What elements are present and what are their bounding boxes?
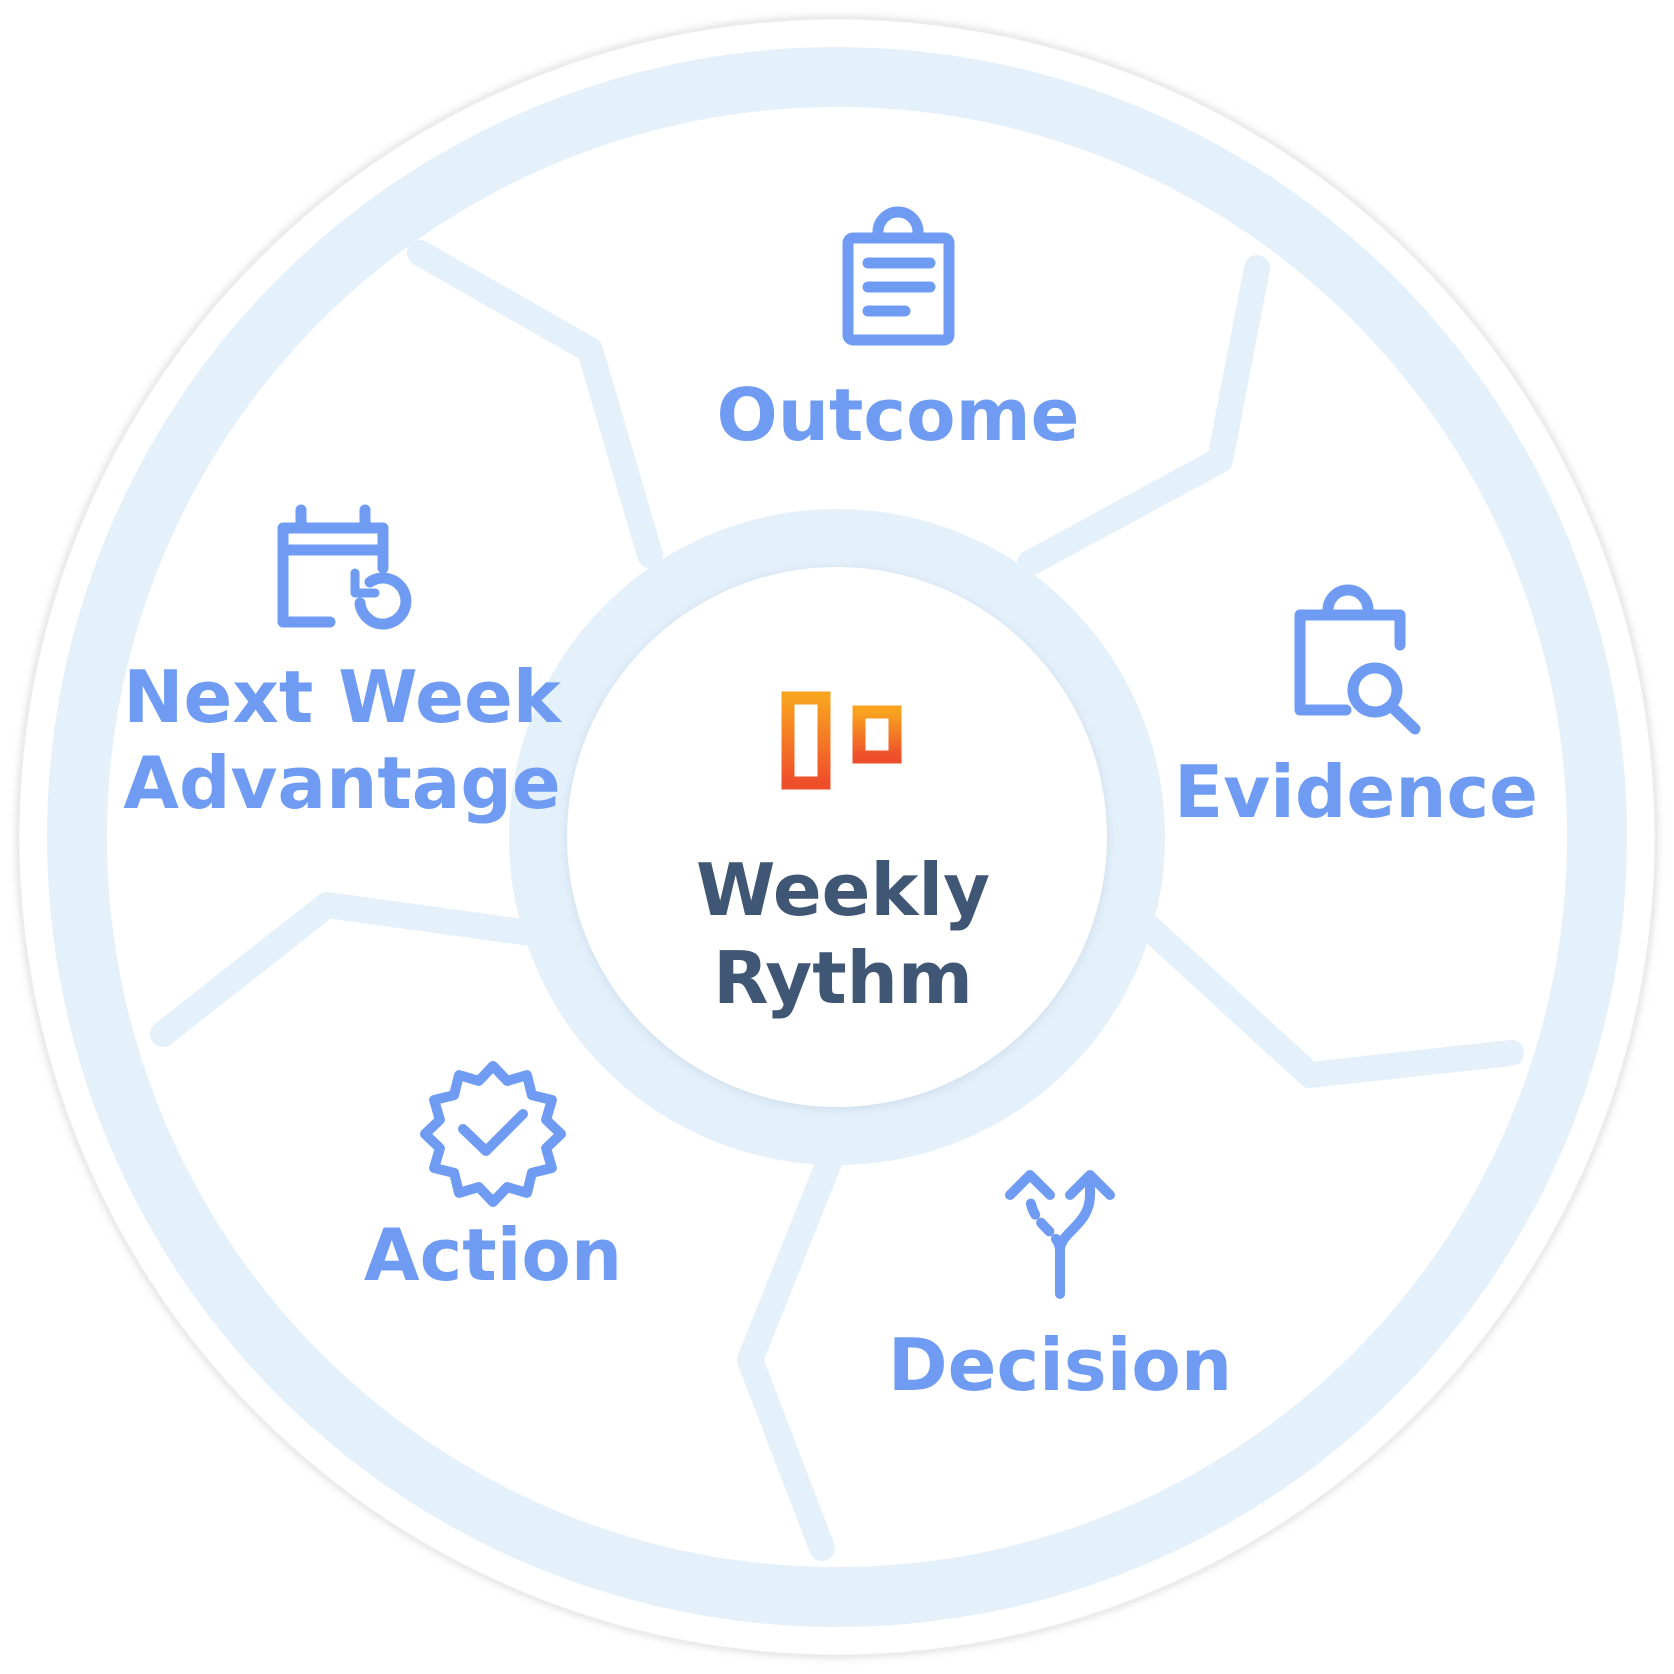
divider-action-nextweek bbox=[150, 892, 543, 1047]
clipboard-list-icon bbox=[842, 206, 955, 346]
candlestick-chart-icon bbox=[781, 670, 902, 812]
segment-label-evidence: Evidence bbox=[1174, 750, 1538, 834]
segment-label-decision: Decision bbox=[888, 1323, 1232, 1407]
divider-outcome-nextweek bbox=[407, 240, 663, 568]
clipboard-search-icon bbox=[1294, 584, 1421, 735]
center-title-line-2: Rythm bbox=[713, 936, 973, 1020]
divider-outcome-evidence bbox=[1017, 255, 1270, 576]
calendar-refresh-icon bbox=[277, 504, 412, 630]
inner-ring bbox=[509, 509, 1165, 1165]
divider-decision-action bbox=[737, 1147, 843, 1561]
center-disc bbox=[567, 567, 1107, 1107]
divider-evidence-decision bbox=[1133, 912, 1524, 1088]
segment-label-next-week-advantage: Next Week bbox=[123, 655, 563, 739]
verified-badge-icon bbox=[420, 1061, 566, 1207]
fork-arrows-icon bbox=[1005, 1170, 1115, 1299]
center-title: Weekly bbox=[696, 848, 990, 932]
segment-label-next-week-advantage-line-2: Advantage bbox=[123, 741, 560, 825]
segment-label-outcome: Outcome bbox=[717, 373, 1080, 457]
segment-dividers bbox=[150, 240, 1524, 1561]
outer-ring bbox=[47, 47, 1627, 1627]
segment-label-action: Action bbox=[364, 1213, 622, 1297]
